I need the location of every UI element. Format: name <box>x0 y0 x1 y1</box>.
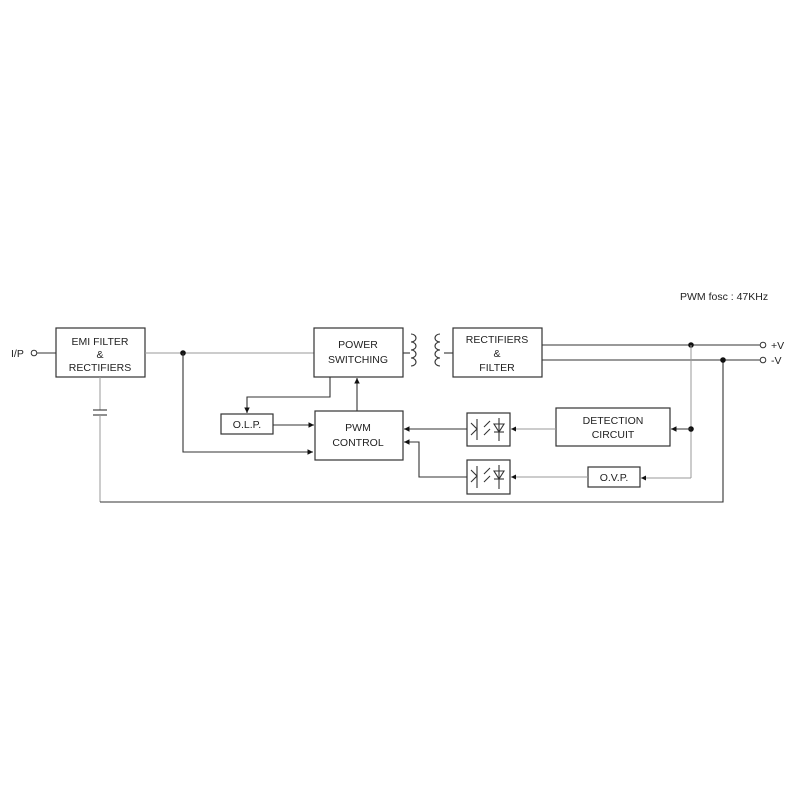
detection-circuit-block: DETECTION CIRCUIT <box>555 407 671 447</box>
emi-filter-block: EMI FILTER & RECTIFIERS <box>55 327 146 378</box>
detection-label-2: CIRCUIT <box>592 429 635 441</box>
pwm-label-1: PWM <box>345 422 371 434</box>
wire <box>100 360 724 503</box>
pwm-label-2: CONTROL <box>332 437 383 449</box>
emi-label-3: RECTIFIERS <box>69 362 131 374</box>
input-label: I/P <box>11 348 24 360</box>
ovp-label: O.V.P. <box>600 472 629 484</box>
power-switching-label-1: POWER <box>338 339 378 351</box>
emi-label-1: EMI FILTER <box>72 336 129 348</box>
pwm-frequency-note: PWM fosc : 47KHz <box>680 291 768 303</box>
rectifiers-label-1: RECTIFIERS <box>466 334 528 346</box>
power-switching-block: POWER SWITCHING <box>313 327 404 378</box>
positive-output-terminal <box>759 341 767 349</box>
detection-label-1: DETECTION <box>583 415 644 427</box>
positive-output-label: +V <box>771 340 784 352</box>
emi-label-2: & <box>96 349 103 361</box>
negative-output-terminal <box>759 356 767 364</box>
input-terminal <box>30 349 38 357</box>
wire <box>244 377 331 413</box>
olp-block: O.L.P. <box>220 413 274 435</box>
wire <box>404 439 467 478</box>
capacitor-icon <box>93 377 107 502</box>
rectifiers-label-2: & <box>493 348 500 360</box>
optocoupler-icon <box>466 412 511 447</box>
negative-output-label: -V <box>771 355 782 367</box>
rectifiers-label-3: FILTER <box>479 362 515 374</box>
junction-dot <box>720 357 726 363</box>
olp-label: O.L.P. <box>233 419 261 431</box>
power-switching-label-2: SWITCHING <box>328 354 388 366</box>
wire <box>182 353 313 455</box>
ovp-block: O.V.P. <box>587 466 641 488</box>
pwm-control-block: PWM CONTROL <box>314 410 404 461</box>
optocoupler-icon <box>466 459 511 495</box>
transformer-icon <box>403 333 453 367</box>
rectifiers-filter-block: RECTIFIERS & FILTER <box>452 327 543 378</box>
